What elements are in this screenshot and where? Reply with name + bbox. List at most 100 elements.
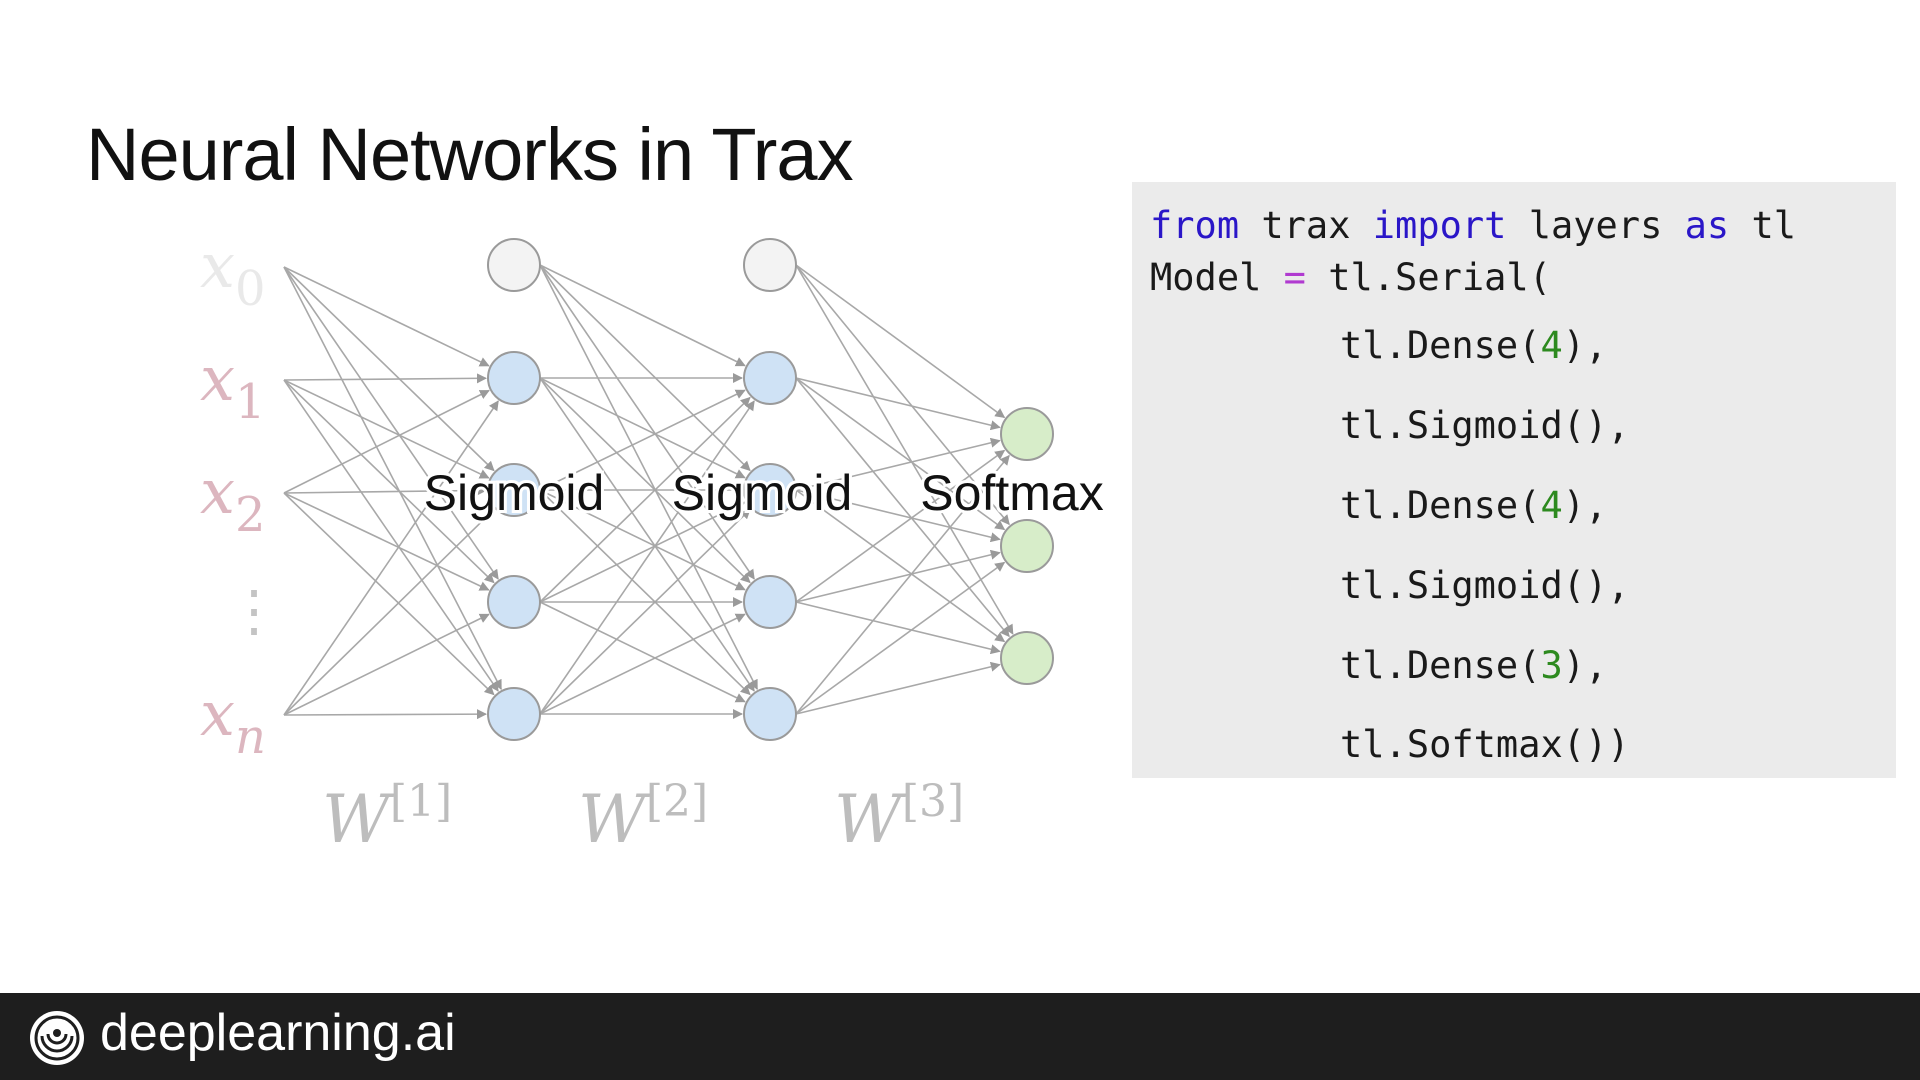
connection-edge xyxy=(795,264,1010,526)
bias-node xyxy=(487,238,541,292)
connection-edge xyxy=(539,501,746,603)
connection-edge xyxy=(539,489,751,696)
output-node xyxy=(1000,519,1054,573)
code-token: ), xyxy=(1562,324,1608,367)
code-token: ), xyxy=(1562,644,1608,687)
hidden-node xyxy=(487,575,541,629)
connection-edge xyxy=(539,396,751,603)
connection-edges xyxy=(283,264,1014,720)
code-number: 4 xyxy=(1540,324,1563,367)
code-token: layers xyxy=(1506,204,1685,247)
code-line: Model = tl.Serial( xyxy=(1150,256,1551,299)
connection-edge xyxy=(283,266,495,472)
input-label: x1 xyxy=(200,342,266,430)
activation-label: Softmax xyxy=(920,465,1103,521)
connection-edge xyxy=(795,437,1001,491)
code-token: trax xyxy=(1239,204,1373,247)
activation-label: Sigmoid xyxy=(672,465,853,521)
input-label: x2 xyxy=(200,455,266,543)
connection-edge xyxy=(283,379,490,479)
connection-edge xyxy=(283,379,495,584)
code-keyword: import xyxy=(1372,204,1507,247)
code-token: tl.Serial( xyxy=(1305,256,1551,299)
connection-edge xyxy=(795,549,1001,603)
connection-edge xyxy=(539,613,746,715)
connection-edge xyxy=(539,264,746,367)
hidden-node xyxy=(487,351,541,405)
output-node xyxy=(1000,631,1054,685)
connection-edge xyxy=(795,377,1010,638)
deeplearning-logo-icon xyxy=(30,1011,84,1065)
hidden-node xyxy=(743,351,797,405)
connection-edge xyxy=(795,264,1006,419)
connection-edge xyxy=(283,508,495,716)
bias-node xyxy=(743,238,797,292)
hidden-node xyxy=(743,687,797,741)
code-line: tl.Sigmoid(), xyxy=(1340,404,1630,447)
connection-edge xyxy=(283,709,488,720)
code-line: tl.Softmax()) xyxy=(1340,723,1630,766)
connection-edge xyxy=(539,264,751,472)
code-token: tl xyxy=(1729,204,1797,247)
connection-edge xyxy=(283,266,502,690)
ellipsis-label: ⋮ xyxy=(226,579,282,644)
connection-edge xyxy=(795,377,1001,431)
code-operator: = xyxy=(1283,256,1306,299)
connection-edge xyxy=(283,485,488,496)
connection-edge xyxy=(539,377,746,479)
connection-edge xyxy=(539,264,755,580)
code-keyword: as xyxy=(1684,204,1730,247)
code-token: tl.Dense( xyxy=(1340,484,1541,527)
code-line: tl.Dense(4), xyxy=(1340,324,1607,367)
weight-label: W[2] xyxy=(578,776,708,858)
connection-edge xyxy=(283,379,499,692)
output-node xyxy=(1000,407,1054,461)
connection-edge xyxy=(539,377,751,584)
connection-edge xyxy=(283,613,490,716)
weight-label: W[3] xyxy=(834,776,964,858)
connection-edge xyxy=(539,508,751,715)
connection-edge xyxy=(539,389,746,491)
footer-bar: deeplearning.ai xyxy=(0,993,1920,1080)
connection-edge xyxy=(795,377,1006,531)
code-line: from trax import layers as tl xyxy=(1150,204,1796,247)
connection-edge xyxy=(539,400,755,715)
connection-edge xyxy=(795,454,1010,715)
connection-edge xyxy=(539,601,746,703)
code-token: tl.Dense( xyxy=(1340,324,1541,367)
connection-edge xyxy=(795,264,1014,635)
connection-edge xyxy=(539,489,746,591)
hidden-node xyxy=(487,463,541,517)
code-line: tl.Dense(4), xyxy=(1340,484,1607,527)
weight-label: W[1] xyxy=(322,776,452,858)
connection-edge xyxy=(539,264,758,690)
code-keyword: from xyxy=(1150,204,1240,247)
input-label: x0 xyxy=(200,229,266,317)
connection-edge xyxy=(795,489,1001,543)
code-token: tl.Sigmoid(), xyxy=(1340,564,1630,607)
code-token: tl.Softmax()) xyxy=(1340,723,1630,766)
hidden-node xyxy=(487,687,541,741)
connection-edge xyxy=(283,389,490,494)
connection-edge xyxy=(795,489,1006,643)
brand-name: deeplearning.ai xyxy=(100,1004,456,1062)
code-token: tl.Sigmoid(), xyxy=(1340,404,1630,447)
connection-edge xyxy=(283,266,490,367)
connection-edge xyxy=(795,561,1006,715)
code-token: Model xyxy=(1150,256,1284,299)
hidden-node xyxy=(743,575,797,629)
connection-edge xyxy=(283,373,488,384)
connection-edge xyxy=(283,492,495,696)
connection-edge xyxy=(795,601,1001,655)
input-label: xn xyxy=(200,677,266,765)
connection-edge xyxy=(283,266,499,580)
connection-edge xyxy=(283,492,490,591)
connection-edge xyxy=(539,377,755,692)
code-line: tl.Sigmoid(), xyxy=(1340,564,1630,607)
code-number: 3 xyxy=(1540,644,1563,687)
activation-label: Sigmoid xyxy=(424,465,605,521)
connection-edge xyxy=(795,661,1001,715)
